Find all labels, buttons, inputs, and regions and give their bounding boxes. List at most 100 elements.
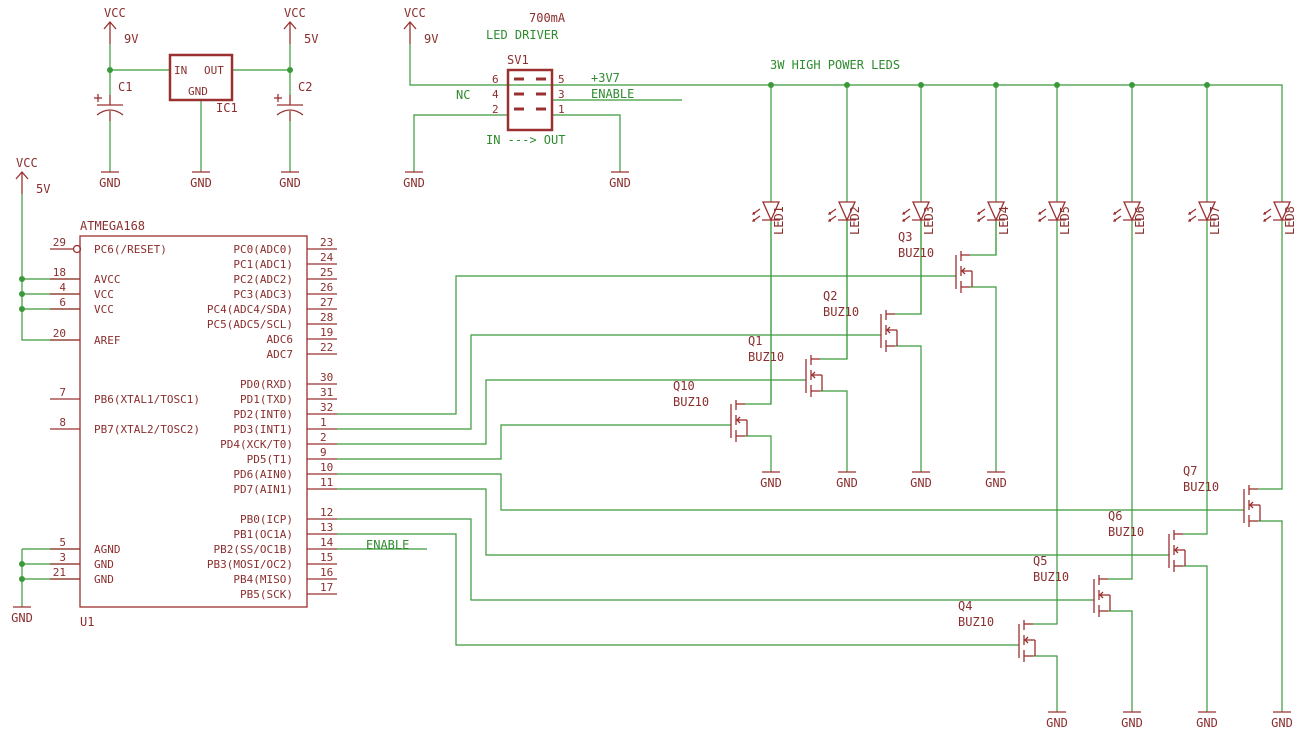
mcu-body [79,235,308,608]
mosfet-arrow [1249,501,1254,509]
driver-name: SV1 [507,53,529,67]
wire-gate [337,488,1169,556]
led-name: LED2 [848,206,862,235]
gnd-label: GND [1196,716,1218,730]
vcc-arrow [15,171,29,180]
led-light-arrow [1262,211,1266,215]
mcu-name: ATMEGA168 [80,219,145,233]
mcu-pin-label: PD7(AIN1) [233,483,293,496]
led-light-arrow [976,211,980,215]
connector-pin-number: 6 [492,73,499,86]
junction-dot [844,82,850,88]
mcu-pin-number: 22 [320,341,333,354]
wire [895,345,922,472]
wire [552,114,621,172]
mcu-pin-number: 10 [320,461,333,474]
vcc-label: VCC [16,156,38,170]
led-name: LED8 [1283,206,1297,235]
mcu-pin-label: PC1(ADC1) [233,258,293,271]
wire [820,390,848,472]
mcu-pin-label: PC4(ADC4/SDA) [207,303,293,316]
gnd-label: GND [1046,716,1068,730]
led-light-arrow [828,208,837,215]
mosfet-name: Q6 [1108,509,1122,523]
vcc-arrow [403,21,417,30]
mcu-enable-label: ENABLE [366,538,409,552]
led-symbol [837,201,857,222]
mosfet-value: BUZ10 [1033,570,1069,584]
led-light-arrow [752,215,761,222]
mcu-pin-label: AGND [94,543,121,556]
mosfet-arrow [736,416,741,424]
regulator-pin-in: IN [174,64,187,77]
led-light-arrow [1113,208,1122,215]
capacitor-name: C1 [118,80,132,94]
wire [970,220,997,256]
mcu-pin-label: AVCC [94,273,121,286]
junction-dot [1204,82,1210,88]
led-light-arrow [1037,211,1041,215]
junction-dots [19,67,1210,582]
mcu-pin-number: 5 [59,536,66,549]
wires [21,44,1283,712]
mcu-pin-number: 31 [320,386,333,399]
mcu-pin-number: 23 [320,236,333,249]
mcu-pin-number: 4 [59,281,66,294]
mosfet-value: BUZ10 [673,395,709,409]
gnd-label: GND [279,176,301,190]
gnd-label: GND [836,476,858,490]
vcc-label: VCC [284,6,306,20]
junction-dot [918,82,924,88]
mcu-pin-label: GND [94,558,114,571]
led-light-arrow [1187,211,1191,215]
vcc-9v-driver [403,21,417,44]
led-light-arrow [1262,218,1266,222]
led-light-arrow [1038,208,1047,215]
capacitor-name: C2 [298,80,312,94]
led-light-arrow [752,208,761,215]
mcu-pin-number: 7 [59,386,66,399]
mcu-pin-number: 30 [320,371,333,384]
wire [895,220,922,315]
mosfet-name: Q1 [748,334,762,348]
gnd-label: GND [985,476,1007,490]
wire-gate [337,424,731,460]
voltage-label: 9V [124,32,138,46]
led-symbol [986,201,1006,222]
driver-enable-label: ENABLE [591,87,634,101]
mosfet-arrow [811,371,816,379]
mosfet-arrow [961,267,966,275]
mcu-pin-label: PB6(XTAL1/TOSC1) [94,393,200,406]
led-name: LED3 [922,206,936,235]
mcu-pin-label: ADC6 [267,333,294,346]
mcu-pin-label: PC2(ADC2) [233,273,293,286]
mcu-pin-number: 26 [320,281,333,294]
mcu-pin-number: 15 [320,551,333,564]
vcc-5v-right [283,21,297,44]
wire-gate [337,334,881,430]
component-symbols [13,21,1292,713]
driver-nc-label: NC [456,88,470,102]
led-name: LED7 [1208,206,1222,235]
mcu-pin-label: PB2(SS/OC1B) [214,543,293,556]
led-light-arrow [1038,215,1047,222]
mcu-pin-label: PB4(MISO) [233,573,293,586]
connector-pin-number: 2 [492,103,499,116]
mcu-pin-number: 1 [320,416,327,429]
led-light-arrow [902,215,911,222]
led-light-arrow [751,218,755,222]
mcu-pin-label: PD5(T1) [247,453,293,466]
gnd-label: GND [1271,716,1293,730]
led-name: LED6 [1133,206,1147,235]
mcu-pin-label: PB3(MOSI/OC2) [207,558,293,571]
vcc-label: VCC [104,6,126,20]
mcu-pin-number: 19 [320,326,333,339]
mosfet-name: Q3 [898,230,912,244]
junction-dot [19,276,25,282]
mosfet-arrow [886,326,891,334]
mcu-pin-number: 20 [53,327,66,340]
wire [745,220,772,405]
connector-pin-number: 3 [558,88,565,101]
connector-pin-number: 1 [558,103,565,116]
